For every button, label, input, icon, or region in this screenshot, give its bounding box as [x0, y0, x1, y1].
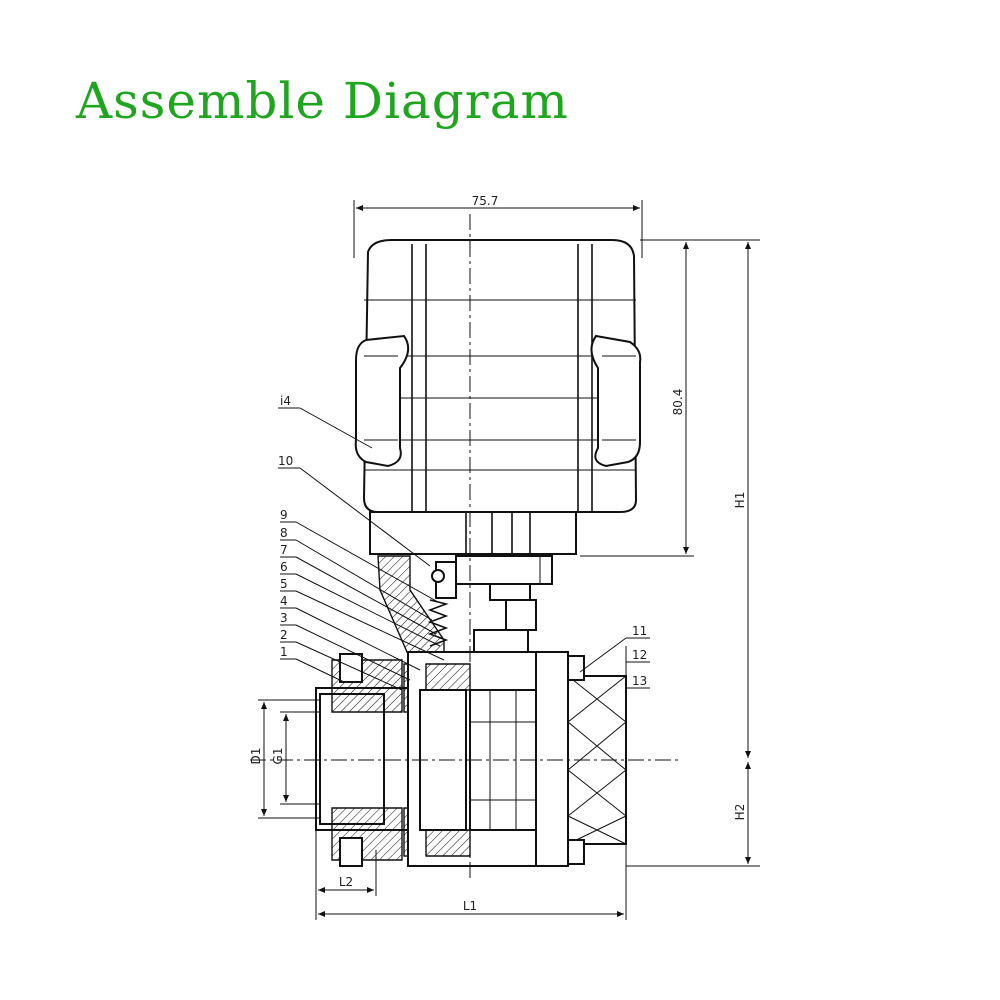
dim-l2: L2	[339, 875, 353, 889]
actuator-handle-right	[590, 334, 642, 468]
dim-h2: H2	[733, 804, 747, 821]
leader-lines	[278, 407, 650, 691]
dim-l1: L1	[463, 899, 477, 913]
part-label-12: 12	[632, 648, 647, 662]
dim-actuator-height: 80.4	[671, 389, 685, 416]
actuator-housing	[362, 239, 638, 555]
part-label-3: 3	[280, 611, 288, 625]
dim-width-top: 75.7	[472, 194, 499, 208]
part-label-11: 11	[632, 624, 647, 638]
part-label-6: 6	[280, 560, 288, 574]
actuator-handle-left	[354, 334, 410, 468]
valve-body	[315, 651, 627, 867]
dim-h1: H1	[733, 492, 747, 509]
diagram-title: Assemble Diagram	[76, 72, 569, 130]
center-lines	[250, 214, 680, 880]
part-label-14: i4	[280, 394, 291, 408]
part-label-2: 2	[280, 628, 288, 642]
part-label-1: 1	[280, 645, 288, 659]
part-label-4: 4	[280, 594, 288, 608]
part-label-9: 9	[280, 508, 288, 522]
dim-d1: D1	[249, 748, 263, 765]
part-label-5: 5	[280, 577, 288, 591]
dimension-lines	[258, 200, 760, 920]
part-label-8: 8	[280, 526, 288, 540]
part-label-7: 7	[280, 543, 288, 557]
part-label-10: 10	[278, 454, 293, 468]
dim-g1: G1	[271, 748, 285, 765]
part-label-13: 13	[632, 674, 647, 688]
